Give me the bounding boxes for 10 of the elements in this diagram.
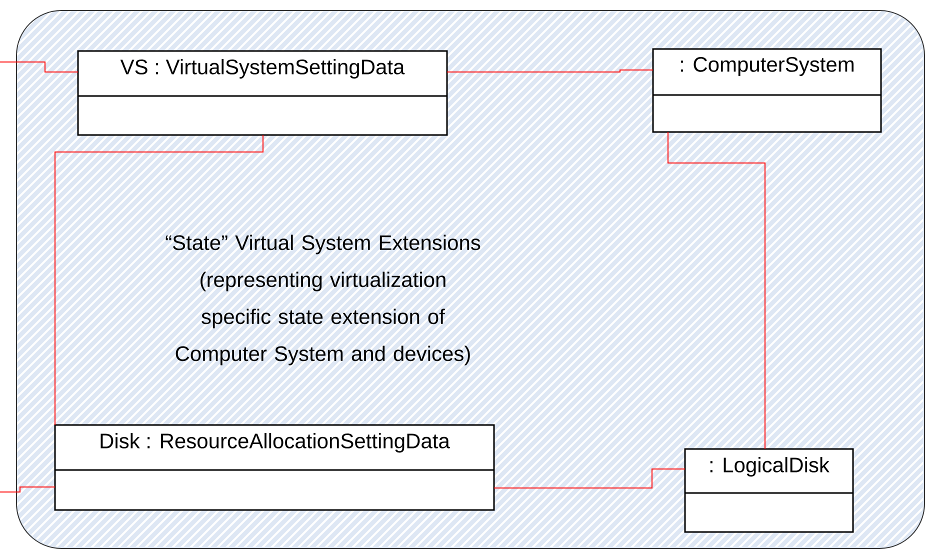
connector bbox=[0, 62, 78, 72]
class-box: : ComputerSystem bbox=[652, 48, 882, 133]
connector bbox=[54, 134, 264, 426]
connector bbox=[494, 468, 686, 488]
connector bbox=[0, 486, 56, 492]
class-box: : LogicalDisk bbox=[684, 448, 854, 533]
connector bbox=[446, 70, 654, 72]
connector bbox=[668, 132, 766, 450]
class-box: Disk : ResourceAllocationSettingData bbox=[54, 424, 495, 511]
class-box: VS : VirtualSystemSettingData bbox=[77, 50, 448, 136]
